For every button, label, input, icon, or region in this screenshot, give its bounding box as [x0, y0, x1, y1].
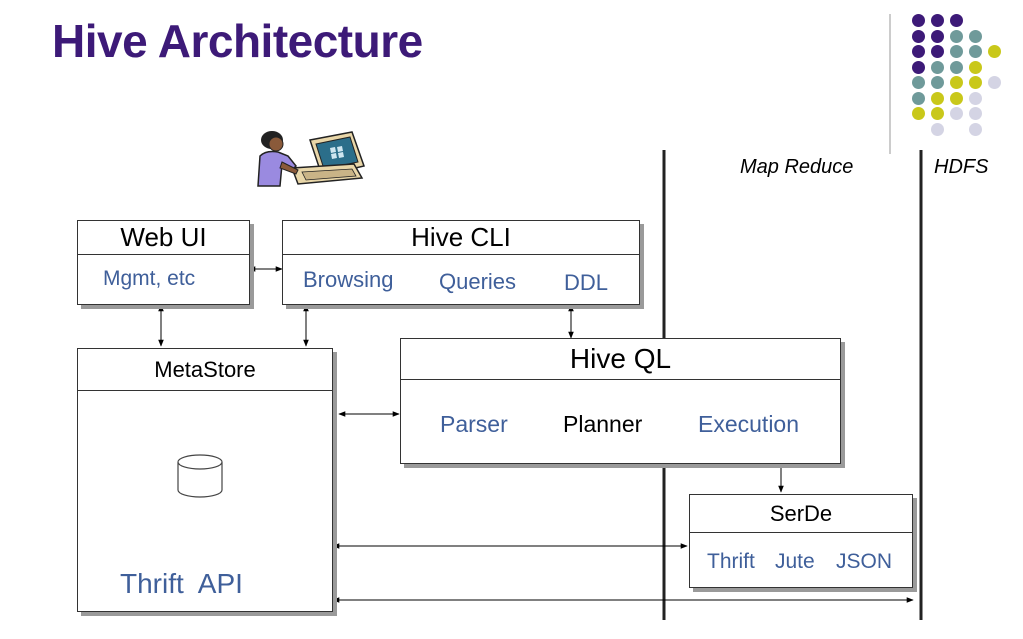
- hive-cli-ddl: DDL: [564, 270, 609, 295]
- decorative-dot: [912, 14, 925, 27]
- decorative-dot: [969, 122, 982, 136]
- metastore-title: MetaStore: [78, 349, 332, 391]
- decorative-dot: [988, 76, 1001, 89]
- serde-thrift: Thrift: [707, 550, 755, 573]
- decorative-dot: [912, 91, 925, 105]
- map-reduce-label: Map Reduce: [740, 156, 854, 178]
- serde-box: SerDe Thrift Jute JSON: [689, 494, 913, 588]
- hive-ql-planner: Planner: [563, 411, 643, 437]
- decorative-dot: [931, 60, 944, 74]
- decorative-dot: [950, 107, 963, 120]
- decorative-dot: [950, 60, 963, 74]
- decorative-dot: [969, 107, 982, 120]
- decorative-dot: [931, 14, 944, 27]
- decorative-dot: [931, 91, 944, 105]
- hive-cli-box: Hive CLI Browsing Queries DDL: [282, 220, 640, 305]
- decorative-dot: [950, 91, 963, 105]
- metastore-thrift-api: Thrift API: [120, 568, 243, 599]
- decorative-dot: [912, 76, 925, 89]
- hive-ql-execution: Execution: [698, 411, 800, 437]
- decorative-dot: [969, 60, 982, 74]
- decorative-dot: [950, 29, 963, 43]
- web-ui-title: Web UI: [78, 221, 249, 255]
- decorative-dot: [912, 107, 925, 120]
- decorative-dot: [950, 14, 963, 27]
- serde-jute: Jute: [775, 550, 815, 573]
- page-title: Hive Architecture: [52, 15, 423, 67]
- decorative-dot: [931, 107, 944, 120]
- hive-ql-box: Hive QL Parser Planner Execution: [400, 338, 841, 464]
- decorative-dot: [931, 29, 944, 43]
- decorative-dot: [912, 60, 925, 74]
- decorative-dot: [931, 122, 944, 136]
- decorative-dot: [950, 45, 963, 58]
- web-ui-body: Mgmt, etc: [103, 267, 196, 290]
- serde-json: JSON: [836, 550, 893, 573]
- user-computer-icon: [257, 131, 365, 187]
- hive-cli-queries: Queries: [439, 269, 517, 294]
- hive-cli-title: Hive CLI: [283, 221, 639, 255]
- database-icon: [177, 454, 223, 498]
- hive-cli-browsing: Browsing: [303, 267, 394, 292]
- hive-ql-parser: Parser: [440, 411, 508, 437]
- decorative-dot: [988, 45, 1001, 58]
- decorative-dot: [931, 45, 944, 58]
- decorative-dot: [950, 76, 963, 89]
- decorative-dot: [912, 29, 925, 43]
- hdfs-label: HDFS: [934, 156, 989, 178]
- decorative-dot: [969, 91, 982, 105]
- decorative-dot: [912, 45, 925, 58]
- web-ui-box: Web UI Mgmt, etc: [77, 220, 250, 305]
- decorative-dot: [969, 45, 982, 58]
- serde-title: SerDe: [690, 495, 912, 533]
- metastore-box: MetaStore Thrift API: [77, 348, 333, 612]
- decorative-dot: [969, 29, 982, 43]
- decorative-dot: [931, 76, 944, 89]
- decorative-dot: [969, 76, 982, 89]
- hive-ql-title: Hive QL: [401, 339, 840, 380]
